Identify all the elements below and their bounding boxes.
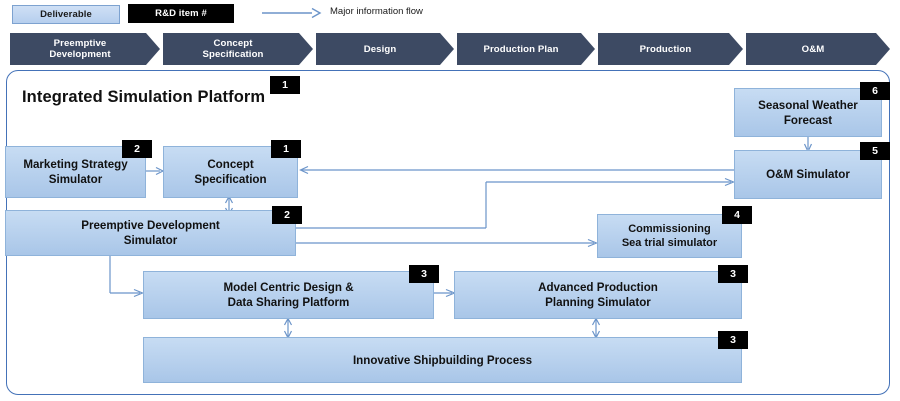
node-label-line1: Preemptive Development	[81, 219, 220, 232]
node-label-line1: O&M Simulator	[766, 168, 850, 181]
badge-preemptive-development-simulator: 2	[272, 206, 302, 224]
arrow-right-icon	[262, 7, 322, 19]
phase-label-line1: Production Plan	[483, 43, 559, 55]
phase-label-line1: Concept	[213, 38, 253, 49]
badge-concept-specification: 1	[271, 140, 301, 158]
node-label-line1: Seasonal Weather	[758, 98, 858, 112]
badge-innovative-shipbuilding-process: 3	[718, 331, 748, 349]
page-title: Integrated Simulation Platform	[22, 88, 266, 106]
phase-label-line2: Specification	[202, 49, 264, 60]
phase-label-line1: Design	[363, 43, 397, 55]
legend-rnd-item-label: R&D item #	[155, 8, 207, 19]
node-label-line2: Forecast	[783, 113, 833, 127]
node-label-line1: Concept	[207, 158, 254, 171]
phase-om[interactable]: O&M	[746, 33, 890, 65]
node-label-line2: Data Sharing Platform	[227, 296, 350, 309]
badge-platform: 1	[270, 76, 300, 94]
node-model-centric-design-data-sharing-platform[interactable]: Model Centric Design & Data Sharing Platf…	[143, 271, 434, 319]
phase-label-line2: Development	[49, 49, 111, 60]
node-label-line1: Model Centric Design &	[223, 281, 354, 294]
phase-production-plan[interactable]: Production Plan	[457, 33, 595, 65]
badge-model-centric-design: 3	[409, 265, 439, 283]
legend-rnd-item-swatch: R&D item #	[128, 4, 234, 23]
badge-om-simulator: 5	[860, 142, 890, 160]
phase-label-line1: Production	[639, 43, 692, 55]
node-label-line2: Specification	[194, 173, 267, 186]
node-label-line1: Commissioning	[628, 223, 711, 235]
node-label-line1: Innovative Shipbuilding Process	[352, 353, 533, 367]
node-label-line1: Advanced Production	[538, 281, 658, 294]
phase-label-line1: Preemptive	[53, 38, 107, 49]
node-label-line2: Planning Simulator	[545, 296, 651, 309]
node-innovative-shipbuilding-process[interactable]: Innovative Shipbuilding Process	[143, 337, 742, 383]
badge-marketing-strategy-simulator: 2	[122, 140, 152, 158]
node-om-simulator[interactable]: O&M Simulator	[734, 150, 882, 199]
legend-deliverable-swatch: Deliverable	[12, 5, 120, 24]
node-label-line1: Marketing Strategy	[23, 158, 128, 171]
legend-deliverable-label: Deliverable	[40, 9, 92, 20]
legend: Deliverable R&D item # Major information…	[0, 0, 900, 28]
badge-seasonal-weather-forecast: 6	[860, 82, 890, 100]
node-label-line2: Simulator	[123, 234, 178, 247]
phase-label-line1: O&M	[801, 43, 825, 55]
phase-design[interactable]: Design	[316, 33, 454, 65]
badge-advanced-production-planning: 3	[718, 265, 748, 283]
phase-production[interactable]: Production	[598, 33, 743, 65]
badge-commissioning-sea-trial-simulator: 4	[722, 206, 752, 224]
node-label-line2: Sea trial simulator	[621, 237, 718, 249]
node-label-line2: Simulator	[48, 173, 103, 186]
legend-flow-label: Major information flow	[330, 6, 423, 17]
